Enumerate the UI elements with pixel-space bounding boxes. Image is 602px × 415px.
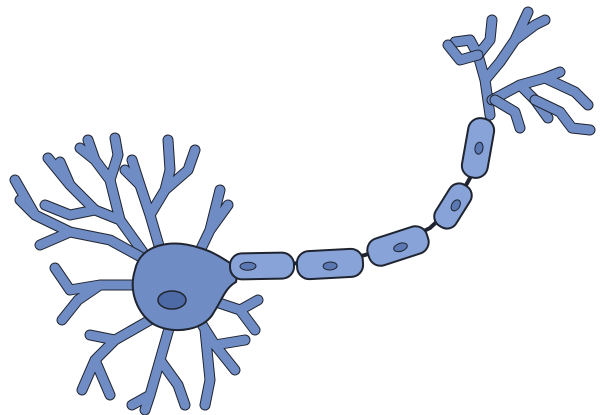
dendrite-left — [55, 268, 142, 320]
myelin-segment — [230, 252, 294, 279]
schwann-nucleus — [240, 262, 256, 270]
myelin-segment — [460, 116, 496, 180]
myelin-segment — [430, 179, 476, 232]
nucleus — [158, 291, 186, 309]
axon-terminals — [448, 12, 590, 130]
cell-body — [133, 244, 238, 330]
schwann-nucleus — [323, 262, 337, 271]
axon — [232, 95, 492, 270]
dendrite-top-right — [198, 190, 228, 255]
myelin-segment — [364, 223, 432, 269]
myelin-segment — [296, 248, 363, 279]
